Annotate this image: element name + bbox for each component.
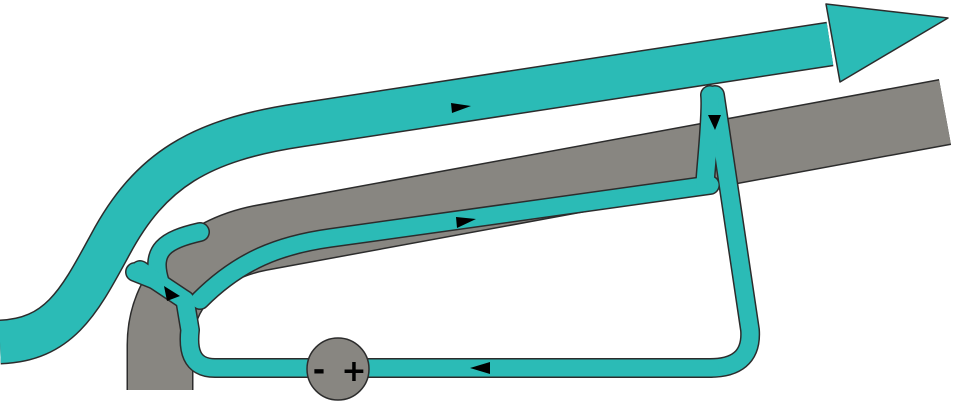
battery-negative-label: -	[313, 353, 325, 388]
conductor-band	[126, 79, 952, 400]
conductor-fill	[128, 80, 951, 390]
flow-arrow-left-diagonal	[164, 286, 180, 301]
flow-arrow-top	[451, 103, 471, 113]
main-stream-arrowhead	[825, 3, 949, 83]
main-stream	[0, 3, 949, 365]
flow-arrow-bottom	[470, 362, 490, 374]
main-stream-fill	[0, 23, 834, 363]
battery-body	[306, 337, 370, 401]
conductor-end-bottom	[126, 390, 194, 400]
flow-arrow-right-down	[708, 115, 721, 130]
circuit-loop-fill	[126, 86, 759, 377]
flow-arrow-middle	[456, 217, 476, 228]
flow-arrows	[164, 103, 721, 374]
battery-positive-label: +	[341, 354, 366, 389]
circuit-loop	[125, 85, 761, 378]
battery: - +	[306, 337, 370, 401]
